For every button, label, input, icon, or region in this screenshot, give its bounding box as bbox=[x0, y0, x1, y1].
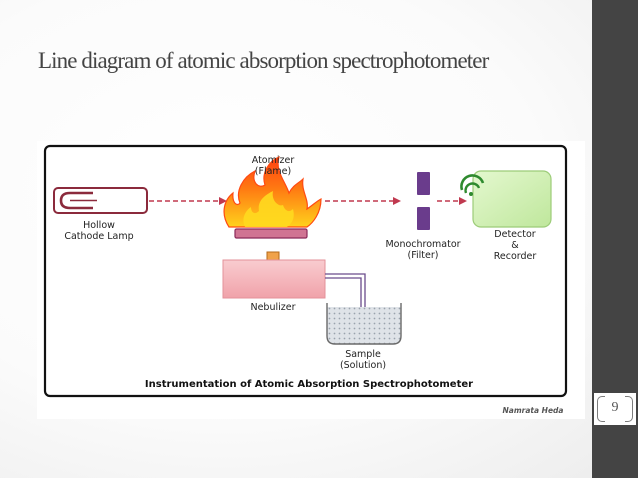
aas-diagram-svg: Hollow Cathode Lamp Atomizer (Flame) Mon… bbox=[37, 141, 585, 419]
detector-label-line3: Recorder bbox=[494, 251, 537, 262]
lamp-label-line2: Cathode Lamp bbox=[64, 231, 133, 242]
page-bracket-right-icon bbox=[625, 396, 633, 422]
diagram-caption: Instrumentation of Atomic Absorption Spe… bbox=[145, 379, 473, 390]
monochromator-label-line1: Monochromator bbox=[385, 239, 460, 250]
detector-sensor-icon bbox=[460, 174, 485, 196]
beaker-wall bbox=[326, 303, 402, 345]
monochromator-label-line2: (Filter) bbox=[408, 250, 439, 261]
nebulizer-label: Nebulizer bbox=[250, 302, 295, 313]
burner-neck bbox=[266, 251, 280, 261]
lamp-housing bbox=[53, 187, 148, 214]
atomizer-label-line1: Atomizer bbox=[252, 155, 295, 166]
author-credit: Namrata Heda bbox=[503, 406, 564, 415]
light-beam-monochromator-to-detector bbox=[437, 197, 467, 205]
lamp-label-line1: Hollow bbox=[83, 220, 115, 231]
sample-liquid bbox=[327, 307, 401, 344]
burner-head bbox=[234, 228, 308, 239]
cathode-cup bbox=[59, 191, 93, 210]
page-number: 9 bbox=[611, 400, 619, 415]
aas-diagram-figure: Hollow Cathode Lamp Atomizer (Flame) Mon… bbox=[37, 141, 585, 419]
atomizer-flame bbox=[223, 155, 322, 228]
monochromator bbox=[417, 172, 430, 230]
light-beam-flame-to-monochromator bbox=[325, 197, 401, 205]
flame-inner bbox=[243, 191, 294, 227]
light-beam-lamp-to-flame bbox=[149, 197, 227, 205]
figure-frame bbox=[43, 144, 568, 398]
hollow-cathode-lamp bbox=[53, 187, 148, 214]
page-number-badge: 9 bbox=[594, 393, 636, 425]
nebulizer-chamber bbox=[222, 259, 326, 299]
slide-title: Line diagram of atomic absorption spectr… bbox=[38, 48, 489, 73]
detector-box bbox=[472, 170, 552, 228]
detector-label-line2: & bbox=[511, 240, 519, 251]
detector-label-line1: Detector bbox=[494, 229, 535, 240]
page-bracket-left-icon bbox=[597, 396, 605, 422]
monochromator-lower-slit bbox=[417, 207, 430, 230]
sample-label-line1: Sample bbox=[345, 349, 381, 360]
sample-label-line2: (Solution) bbox=[340, 360, 386, 371]
sample-beaker bbox=[326, 303, 402, 345]
atomizer-label-line2: (Flame) bbox=[255, 166, 291, 177]
monochromator-upper-slit bbox=[417, 172, 430, 195]
